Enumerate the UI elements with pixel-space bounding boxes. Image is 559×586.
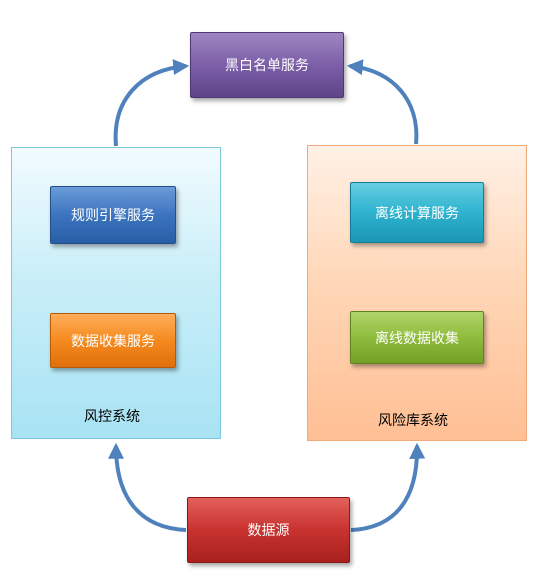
offline-data-collection-node[interactable]: 离线数据收集	[350, 311, 484, 364]
rule-engine-service-node[interactable]: 规则引擎服务	[50, 186, 176, 244]
data-source-node[interactable]: 数据源	[187, 497, 350, 563]
data-collection-service-node[interactable]: 数据收集服务	[50, 313, 176, 368]
offline-computation-service-node[interactable]: 离线计算服务	[350, 182, 484, 243]
arrow-right-to-blacklist	[346, 59, 419, 145]
arrow-datasource-to-left	[108, 442, 187, 532]
arrow-left-to-blacklist	[113, 59, 190, 147]
blacklist-service-node[interactable]: 黑白名单服务	[190, 32, 344, 98]
arrow-datasource-to-right	[350, 442, 426, 532]
risk-database-system-label: 风险库系统	[378, 413, 448, 429]
risk-control-system-label: 风控系统	[84, 409, 140, 425]
